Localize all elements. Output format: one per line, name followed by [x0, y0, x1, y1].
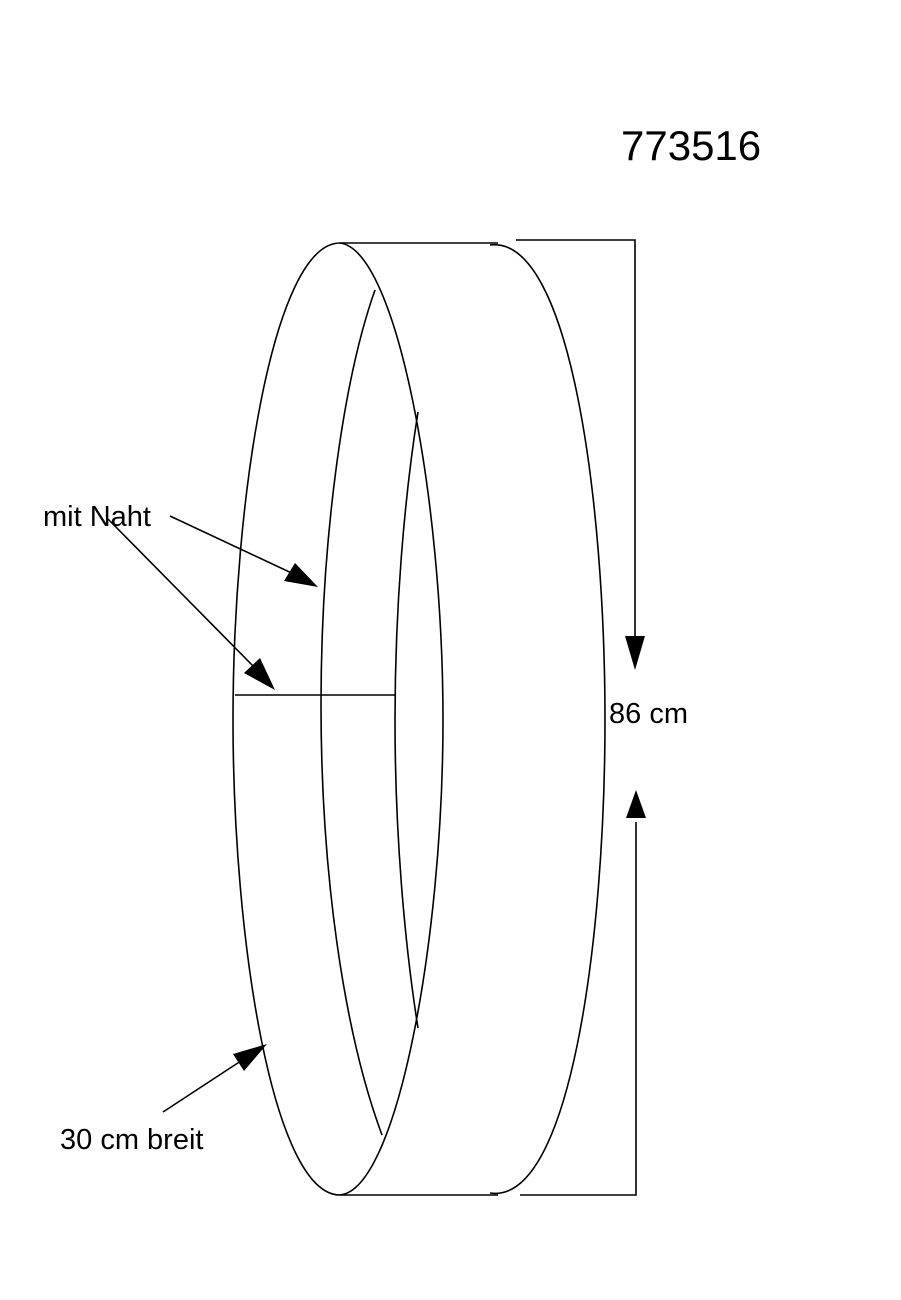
drawing-number: 773516: [621, 122, 761, 169]
ring-inner-seam-curve: [394, 411, 419, 1029]
ring-front-arc-right: [339, 242, 444, 1196]
width-arrow: [233, 1044, 267, 1071]
ring-front-inner-edge: [320, 289, 383, 1136]
height-arrow-up: [626, 790, 646, 818]
seam-leader-1: [169, 515, 299, 577]
height-dimension-bottom-leader: [520, 822, 637, 1196]
ring-front-outer-edge: [232, 242, 341, 1196]
ring-back-outer-edge: [489, 244, 606, 1194]
ring-shape: [232, 242, 606, 1196]
seam-annotation: mit Naht: [43, 501, 318, 690]
width-label: 30 cm breit: [60, 1124, 203, 1156]
height-dimension: 86 cm: [516, 239, 688, 1196]
seam-arrow-2: [244, 658, 275, 690]
height-arrow-down: [625, 636, 645, 670]
seam-label: mit Naht: [43, 501, 151, 533]
width-leader: [162, 1054, 251, 1113]
height-label: 86 cm: [609, 698, 688, 730]
width-annotation: 30 cm breit: [60, 1044, 267, 1156]
height-dimension-top-leader: [516, 239, 636, 638]
seam-arrow-1: [284, 563, 318, 587]
seam-leader-2: [107, 518, 259, 672]
